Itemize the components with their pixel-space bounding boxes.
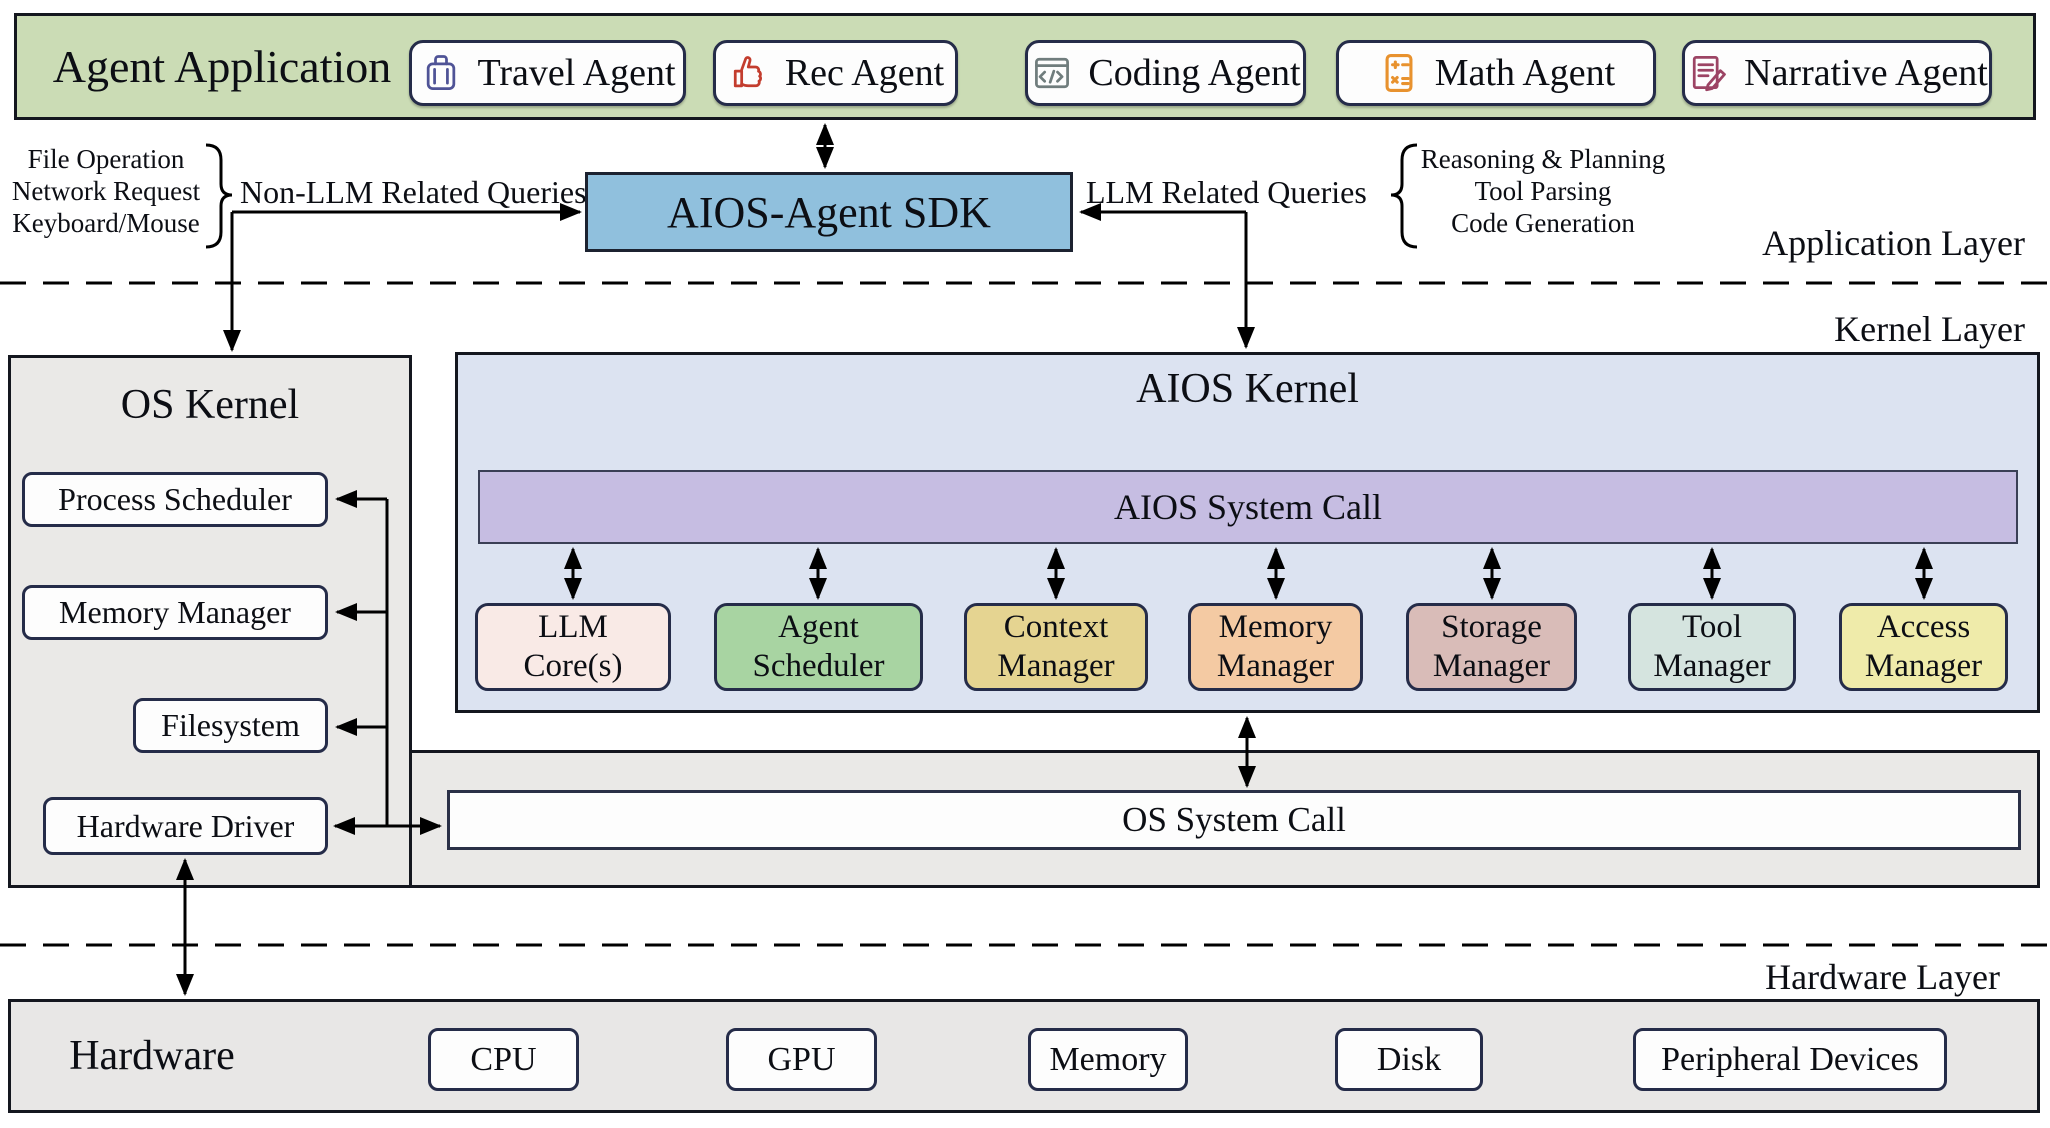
right-note-brace — [1390, 143, 1418, 249]
note-line: Network Request — [11, 176, 201, 206]
aios-system-call-bar: AIOS System Call — [478, 470, 2018, 544]
memory-manager-box: Memory Manager — [22, 585, 328, 640]
note-line: Keyboard/Mouse — [12, 208, 200, 238]
agent-label: Math Agent — [1434, 52, 1616, 94]
travel-agent-button: Travel Agent — [409, 40, 686, 106]
agent-label: Coding Agent — [1088, 52, 1301, 94]
aios-agent-sdk-box: AIOS-Agent SDK — [585, 172, 1073, 252]
module-label: Tool — [1681, 609, 1743, 645]
thumbs-up-icon — [733, 56, 762, 88]
calculator-icon — [1385, 54, 1413, 92]
math-agent-button: Math Agent — [1336, 40, 1656, 106]
note-line: Reasoning & Planning — [1420, 144, 1666, 174]
aios-kernel-title: AIOS Kernel — [1136, 366, 1359, 412]
sdk-right-note: Reasoning & Planning Tool Parsing Code G… — [1418, 143, 1668, 239]
module-label: Memory — [1218, 609, 1333, 645]
llm-queries-label: LLM Related Queries — [1086, 174, 1367, 210]
application-layer-label: Application Layer — [1762, 223, 2025, 263]
note-line: File Operation — [27, 144, 185, 174]
suitcase-icon — [427, 55, 456, 90]
os-kernel-title: OS Kernel — [120, 382, 300, 428]
narrative-agent-button: Narrative Agent — [1682, 40, 1992, 106]
note-line: Tool Parsing — [1474, 176, 1612, 206]
agent-application-title: Agent Application — [52, 41, 392, 92]
note-line: Code Generation — [1451, 208, 1635, 238]
filesystem-box: Filesystem — [133, 698, 328, 753]
module-label: LLM — [538, 609, 608, 645]
gpu-box: GPU — [726, 1028, 877, 1091]
module-label: Agent — [778, 609, 859, 645]
kernel-layer-label: Kernel Layer — [1834, 309, 2025, 349]
document-pen-icon — [1693, 56, 1726, 92]
os-system-call-bar: OS System Call — [447, 790, 2021, 850]
sdk-left-note: File Operation Network Request Keyboard/… — [2, 143, 210, 239]
module-label: Storage — [1441, 609, 1542, 645]
agent-label: Travel Agent — [477, 52, 676, 94]
hardware-title: Hardware — [69, 1033, 235, 1079]
disk-box: Disk — [1335, 1028, 1483, 1091]
agent-label: Rec Agent — [784, 52, 945, 94]
cpu-box: CPU — [428, 1028, 579, 1091]
coding-agent-button: Coding Agent — [1025, 40, 1306, 106]
module-label: Access — [1876, 609, 1971, 645]
rec-agent-button: Rec Agent — [713, 40, 958, 106]
agent-label: Narrative Agent — [1744, 52, 1988, 94]
non-llm-queries-label: Non-LLM Related Queries — [240, 174, 587, 210]
hardware-driver-box: Hardware Driver — [43, 797, 328, 855]
peripheral-devices-box: Peripheral Devices — [1633, 1028, 1947, 1091]
process-scheduler-box: Process Scheduler — [22, 472, 328, 527]
code-window-icon — [1035, 57, 1070, 89]
hardware-layer-label: Hardware Layer — [1765, 957, 2000, 997]
module-label: Context — [1003, 609, 1109, 645]
memory-box: Memory — [1028, 1028, 1188, 1091]
